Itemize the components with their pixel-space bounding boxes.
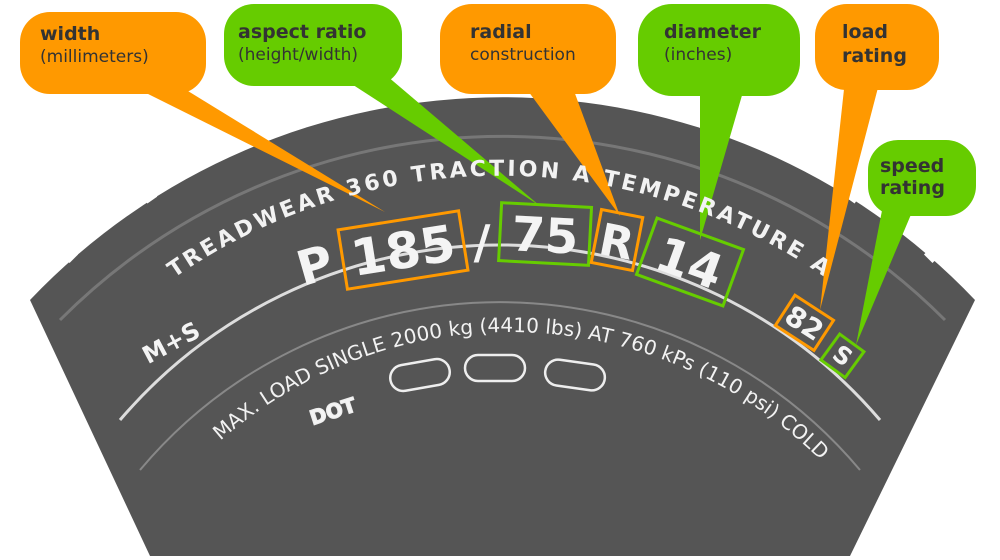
callout-width-subtitle: (millimeters)	[40, 47, 149, 67]
speed-rating-box	[818, 331, 867, 380]
construction-box	[589, 207, 645, 273]
callout-aspect-subtitle: (height/width)	[238, 45, 358, 65]
sidewall-groove-inner	[139, 301, 861, 471]
callout-load-subtitle: rating	[842, 45, 907, 67]
callout-aspect-title: aspect ratio	[238, 21, 366, 43]
callout-radial-construction: radial construction	[440, 4, 620, 216]
tire-body	[30, 97, 975, 556]
dot-code-ovals	[389, 353, 607, 393]
callout-width-title: width	[40, 23, 100, 45]
callout-diameter: diameter (inches)	[638, 4, 800, 240]
callout-speed-subtitle: rating	[880, 177, 945, 199]
tread-notches	[53, 178, 949, 264]
callout-load-title: load	[842, 21, 888, 43]
callout-width: width (millimeters)	[20, 12, 385, 212]
callout-speed-rating: speed rating	[856, 140, 976, 345]
load-rating-box	[773, 293, 836, 353]
width-box	[336, 209, 470, 291]
callout-load-rating: load rating	[815, 4, 939, 310]
callout-radial-subtitle: construction	[470, 45, 576, 65]
callout-speed-title: speed	[880, 155, 944, 177]
callout-diameter-title: diameter	[664, 21, 762, 43]
callout-radial-title: radial	[470, 21, 532, 43]
callout-aspect-ratio: aspect ratio (height/width)	[224, 4, 540, 206]
tread-edge-line	[58, 134, 947, 322]
aspect-ratio-value: 75	[510, 206, 580, 265]
slash: /	[474, 215, 491, 269]
callout-diameter-subtitle: (inches)	[664, 45, 732, 65]
aspect-ratio-box	[497, 201, 594, 267]
